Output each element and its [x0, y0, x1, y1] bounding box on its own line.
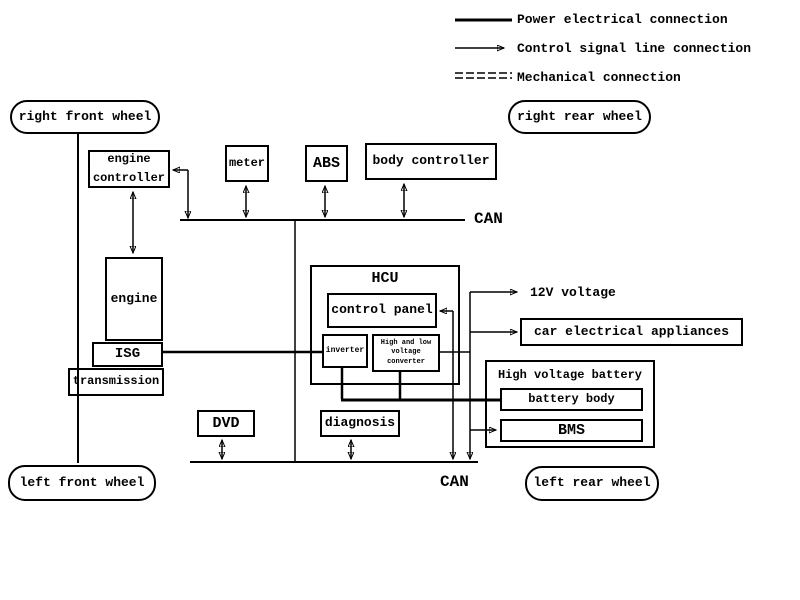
high-voltage-battery-title: High voltage battery [497, 368, 643, 382]
hcu-group-box [310, 265, 460, 385]
node-left-rear-wheel: left rear wheel [525, 466, 659, 501]
legend-mechanical-label: Mechanical connection [517, 70, 681, 85]
hcu-group-title: HCU [371, 270, 399, 287]
node-high-low-voltage-converter: High and low voltage converter [372, 334, 440, 372]
node-inverter: inverter [322, 334, 368, 368]
legend-signal-label: Control signal line connection [517, 41, 752, 56]
label-12v-voltage: 12V voltage [530, 285, 616, 300]
node-dvd: DVD [197, 410, 255, 437]
high-voltage-battery-group-box [485, 360, 655, 448]
node-car-electrical-appliances: car electrical appliances [520, 318, 743, 346]
node-diagnosis: diagnosis [320, 410, 400, 437]
node-right-rear-wheel: right rear wheel [508, 100, 651, 134]
node-engine-controller: engine controller [88, 150, 170, 188]
node-body-controller: body controller [365, 143, 497, 180]
node-abs: ABS [305, 145, 348, 182]
label-can-top: CAN [474, 210, 503, 228]
node-isg: ISG [92, 342, 163, 367]
node-bms: BMS [500, 419, 643, 442]
node-control-panel: control panel [327, 293, 437, 328]
node-battery-body: battery body [500, 388, 643, 411]
node-left-front-wheel: left front wheel [8, 465, 156, 501]
node-right-front-wheel: right front wheel [10, 100, 160, 134]
node-transmission: transmission [68, 368, 164, 396]
legend-power-label: Power electrical connection [517, 12, 728, 27]
label-can-bottom: CAN [440, 473, 469, 491]
node-meter: meter [225, 145, 269, 182]
node-engine: engine [105, 257, 163, 341]
